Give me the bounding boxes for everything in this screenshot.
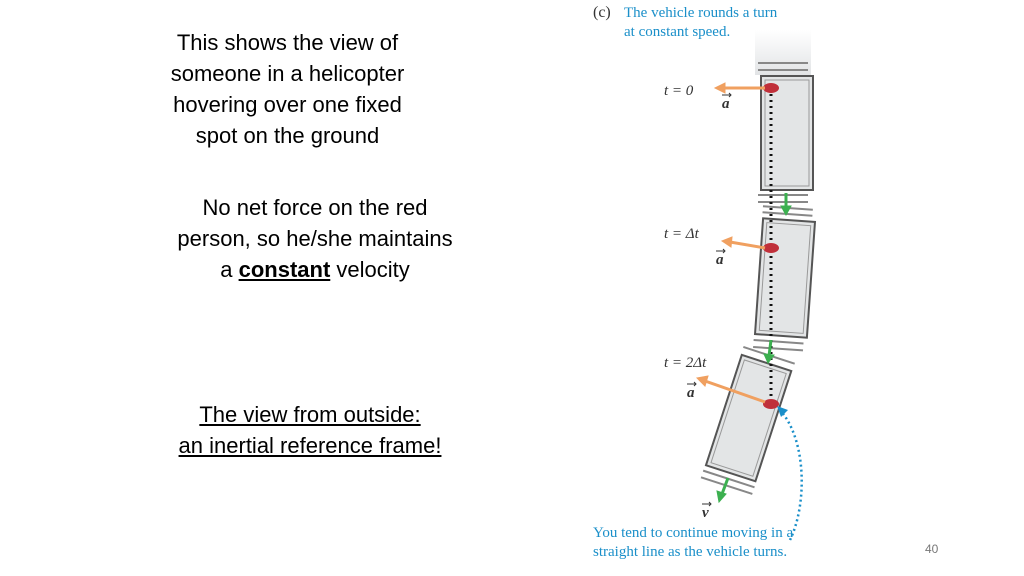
accel-arrows [695,82,766,404]
part-label: (c) [593,4,611,21]
constant-emphasis: constant [238,257,331,282]
vehicle-car-3 [700,346,796,495]
no-net-force-text: No net force on the red person, so he/sh… [150,192,480,285]
person-marker-t1 [763,243,779,253]
time-label-t1: t = Δt [664,226,700,242]
caption-bottom-line1: You tend to continue moving in a [593,525,793,541]
text2-suffix: velocity [330,257,410,282]
accel-label-t1: a [716,252,724,268]
velocity-label: v [702,505,709,521]
text2-line: No net force on the red [202,195,428,220]
text1-line: spot on the ground [195,123,380,148]
text2-prefix: a [220,257,239,282]
person-marker-t0 [763,83,779,93]
inertial-frame-text: The view from outside: an inertial refer… [145,399,475,461]
text3-line: an inertial reference frame! [145,430,475,461]
vehicle-car-2 [753,205,817,352]
text1-line: someone in a helicopter [170,61,405,86]
text2-line: person, so he/she maintains [177,226,453,251]
slide-number: 40 [925,542,939,556]
time-label-t2: t = 2Δt [664,355,707,371]
caption-bottom-line2: straight line as the vehicle turns. [593,544,787,560]
text3-line1: The view from outside: [199,402,421,427]
accel-label-t2: a [687,385,695,401]
person-marker-t2 [763,399,779,409]
text3-line: The view from outside: [145,399,475,430]
motion-arrows [716,193,792,504]
vector-overbars [687,92,732,507]
text1-line: hovering over one fixed [173,92,402,117]
vehicle-car-1 [758,62,814,203]
tendency-arrowhead [777,406,788,417]
caption-top-line1: The vehicle rounds a turn [624,5,778,21]
straight-line-tendency-arrow [779,409,803,541]
text2-line: a constant velocity [150,254,480,285]
text3-line2: an inertial reference frame! [178,433,442,458]
caption-top-line2: at constant speed. [624,24,730,40]
time-label-t0: t = 0 [664,83,694,99]
turning-vehicle-figure: (c) The vehicle rounds a turn at constan… [593,4,817,560]
track-fade [755,30,811,75]
accel-label-t0: a [722,96,730,112]
text1-line: This shows the view of [176,30,399,55]
helicopter-view-text: This shows the view of someone in a heli… [140,27,435,151]
